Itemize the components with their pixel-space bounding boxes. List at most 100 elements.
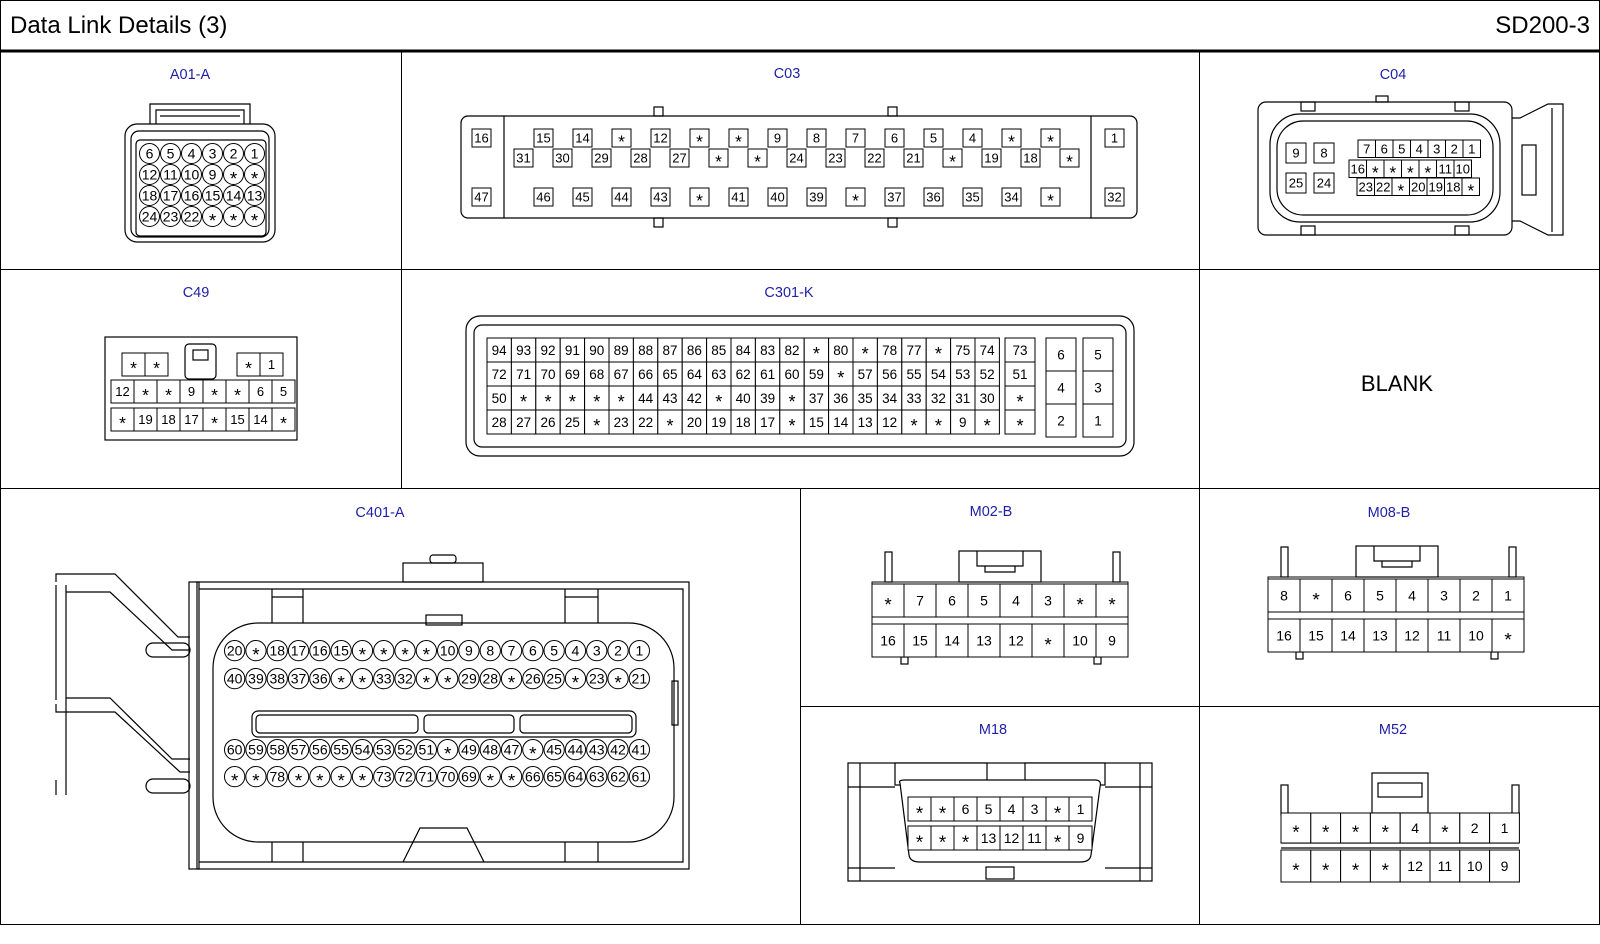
c03-pin-upper-7: 8: [806, 128, 827, 148]
c401-a-pin-r1-13-frame: [500, 668, 523, 690]
c04-pin-left-2-frame: [1285, 172, 1307, 194]
c301-k-pin-r2-15-frame: [852, 385, 878, 411]
c03-pin-lower-4-frame: [669, 148, 690, 168]
a01-a-pin-r2-0-label: 18: [142, 188, 158, 204]
c301-k-pin-r3-18-label: *: [935, 416, 942, 436]
c401-a-pin-r2-16: 44: [564, 739, 587, 761]
c401-a-pin-r2-6: 54: [351, 739, 374, 761]
m08-b-pin-bottom-7-frame: [1491, 618, 1525, 653]
c301-k-pin-r2-0-frame: [486, 385, 512, 411]
c401-a-pin-r2-17: 43: [586, 739, 608, 761]
c401-a-pin-r2-1-frame: [245, 739, 267, 761]
c03-pin-bottom-10-label: 36: [926, 190, 940, 205]
c03-pin-lower-9-frame: [864, 148, 885, 168]
c401-a-pin-r2-2-label: 58: [269, 742, 285, 758]
c301-k-housing: [465, 315, 1135, 457]
c03-pin-lower-11-frame: [942, 148, 963, 168]
c301-k-pin-r1-0: 72: [486, 361, 512, 387]
c03-pin-bottom-10: 36: [923, 187, 944, 207]
c301-k-pin-b-2-label: 1: [1094, 413, 1102, 428]
c03-pin-upper-13-label: *: [1047, 132, 1054, 152]
m08-b-pin-top-6-label: 2: [1472, 588, 1480, 604]
c301-k-pin-r3-4-label: *: [593, 416, 600, 436]
c301-k-pin-r1-17-label: 55: [906, 367, 921, 382]
m18-pin-top-0-label: *: [916, 803, 924, 824]
a01-a-pin-r1-4-frame: [223, 164, 244, 185]
a01-a-pin-r3-3-frame: [202, 206, 223, 227]
c301-k-pin-r2-15-label: 35: [858, 391, 873, 406]
c03-pin-lower-0-label: 31: [516, 151, 530, 166]
c301-k-pin-r1-16: 56: [876, 361, 903, 387]
a01-a-pin-r0-5-label: 1: [251, 146, 259, 162]
page-header: Data Link Details (3) SD200-3: [0, 0, 1600, 52]
c49-pin-topright-1-frame: [259, 352, 284, 377]
c03-pin-upper-8: 7: [845, 128, 866, 148]
c04-pin-row2-0-label: 16: [1351, 161, 1365, 176]
a01-a-pin-r3-0-frame: [139, 206, 160, 227]
m52-pin-bottom-1-label: *: [1322, 860, 1330, 881]
m52-pin-top-2: *: [1340, 812, 1371, 844]
c03-pin-bottom-6-frame: [767, 187, 788, 207]
m52-pin-top-6-label: 2: [1471, 820, 1479, 836]
m08-b-pin-top-4-label: 4: [1408, 588, 1416, 604]
m02-b-pin-bottom-4-frame: [999, 623, 1033, 658]
m02-b-pin-bottom-6: 10: [1063, 623, 1097, 658]
c301-k-pin-r3-20-label: *: [984, 416, 991, 436]
m52-pin-bottom-7: 9: [1489, 849, 1520, 883]
c301-k-pin-mid-1-frame: [1004, 361, 1036, 387]
m52-pin-bottom-3-label: *: [1382, 860, 1390, 881]
a01-a-pin-r2-4-label: 14: [226, 188, 242, 204]
c49-pin-row3-6-label: 14: [253, 412, 267, 427]
c401-a-pin-r2-12-label: 48: [482, 742, 498, 758]
c03-pin-bottom-13-frame: [1040, 187, 1061, 207]
c301-k-pin-r1-2-label: 70: [540, 367, 555, 382]
m18-pin-top-3: 5: [976, 796, 1001, 822]
c03-pin-upper-1-label: 14: [575, 131, 589, 146]
m02-b-pin-top-4: 4: [999, 583, 1033, 618]
c301-k-pin-r3-5-frame: [608, 409, 634, 435]
c401-a-pin-r1-5-frame: [330, 668, 352, 690]
m08-b-pin-bottom-4: 12: [1395, 618, 1429, 653]
c03-pin-bottom-6-label: 40: [770, 190, 784, 205]
c401-a-pin-r2-2: 58: [266, 739, 288, 761]
c03-pin-bottom-8-frame: [845, 187, 866, 207]
c401-a-pin-r3-12-label: *: [487, 771, 495, 792]
c301-k-pin-r2-0-label: 50: [492, 391, 507, 406]
c401-a-pin-r1-11: 29: [458, 668, 480, 690]
m18-pin-top-2-label: 6: [962, 801, 970, 817]
c401-a-pin-r3-0: *: [224, 766, 246, 792]
c301-k-pin-r2-9-label: *: [715, 392, 722, 412]
c301-k-pin-r1-15: 57: [852, 361, 878, 387]
c301-k-pin-r0-2: 92: [535, 337, 561, 363]
m52-pin-top-1-frame: [1310, 812, 1342, 844]
c401-a-pin-r3-4: *: [309, 766, 331, 792]
c301-k-pin-r3-6: 22: [632, 409, 659, 435]
a01-a-pin-r0-0-label: 6: [146, 146, 154, 162]
c401-a-pin-r2-14: *: [522, 739, 544, 765]
c301-k-pin-r3-6-frame: [632, 409, 659, 435]
m08-b-pin-top-1-label: *: [1312, 590, 1320, 611]
c401-a-pin-r0-9-label: *: [423, 645, 431, 666]
c301-k-pin-r1-12-frame: [779, 361, 805, 387]
c03-pin-upper-1: 14: [572, 128, 593, 148]
m02-b-pin-top-0: *: [871, 583, 905, 618]
c49-pin-row3-5-label: 15: [230, 412, 244, 427]
m08-b-pin-top-2-label: 6: [1344, 588, 1352, 604]
c04-pin-row3-4-label: 19: [1429, 179, 1443, 194]
m08-b-pin-top-0-frame: [1267, 578, 1301, 613]
c03-pin-bottom-12-label: 34: [1004, 190, 1018, 205]
c401-a-pin-r0-0-frame: [224, 640, 246, 662]
a01-a-pin-r2-2: 16: [181, 185, 202, 206]
c03-pin-lower-11: *: [942, 148, 963, 172]
m52-pin-bottom-1-frame: [1310, 849, 1342, 883]
c401-a-pin-r2-0-label: 60: [227, 742, 243, 758]
m08-b-pin-top-6-frame: [1459, 578, 1493, 613]
c03-pin-upper-4-label: *: [696, 132, 703, 152]
c03-pin-bottom-4: *: [689, 187, 710, 211]
c301-k-pin-r0-3: 91: [559, 337, 586, 363]
m52-pin-top-5: *: [1429, 812, 1461, 844]
m08-b-pin-bottom-5: 11: [1427, 618, 1461, 653]
c401-a-pin-r1-19: 21: [628, 668, 650, 690]
c301-k-pin-r3-11: 17: [754, 409, 781, 435]
c401-a-pin-r0-2-frame: [266, 640, 288, 662]
